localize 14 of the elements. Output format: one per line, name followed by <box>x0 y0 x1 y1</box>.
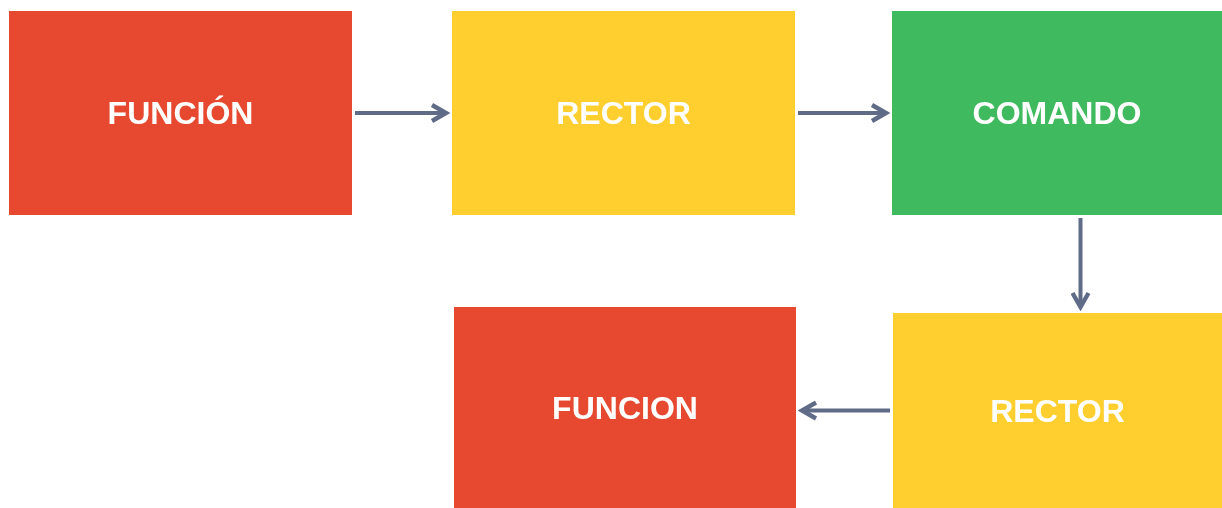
box-label: RECTOR <box>990 391 1125 431</box>
process-box <box>454 307 796 508</box>
arrow <box>355 102 449 124</box>
process-box <box>9 11 352 215</box>
arrow <box>798 102 889 124</box>
process-box <box>892 11 1222 215</box>
box-label: RECTOR <box>556 94 691 133</box>
box-label: COMANDO <box>972 94 1142 133</box>
process-box <box>893 313 1222 508</box>
box-label: FUNCIÓN <box>107 94 254 133</box>
box-label: FUNCION <box>552 388 698 428</box>
process-box <box>452 11 795 215</box>
arrow <box>1070 218 1091 310</box>
arrow <box>799 400 890 421</box>
